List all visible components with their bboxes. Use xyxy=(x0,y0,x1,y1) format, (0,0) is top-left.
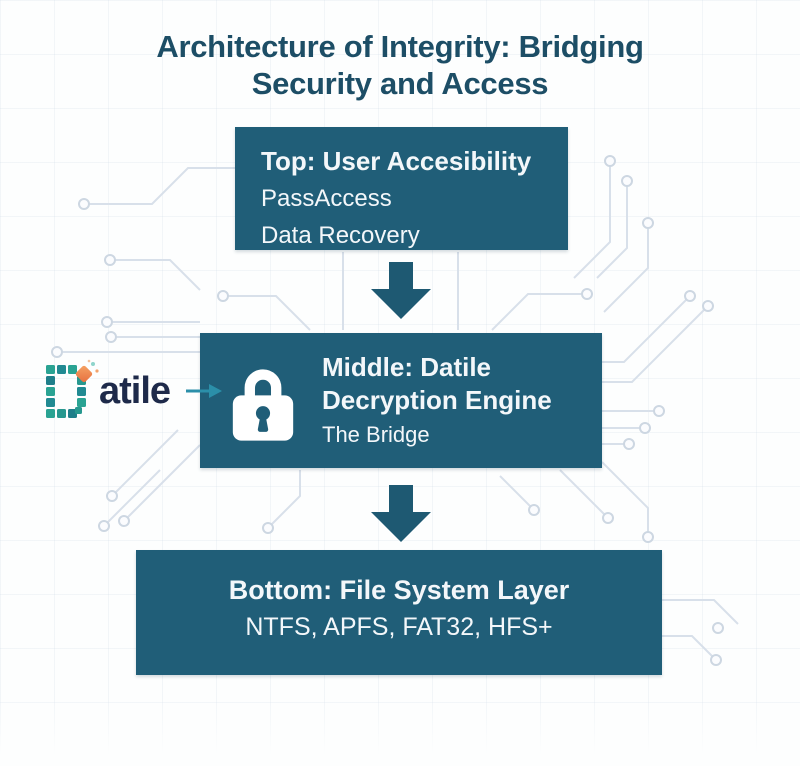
right-arrow-icon xyxy=(186,384,223,398)
bottom-box-heading: Bottom: File System Layer xyxy=(228,575,570,605)
bottom-layer-box: Bottom: File System Layer NTFS, APFS, FA… xyxy=(136,550,662,675)
page-title: Architecture of Integrity: Bridging Secu… xyxy=(0,28,800,102)
title-line-2: Security and Access xyxy=(251,66,549,101)
lock-icon xyxy=(230,359,296,443)
bottom-box-filesystems: NTFS, APFS, FAT32, HFS+ xyxy=(245,613,553,641)
datile-logo: atile xyxy=(44,359,223,420)
middle-layer-box: Middle: Datile Decryption Engine The Bri… xyxy=(200,333,602,468)
top-box-heading: Top: User Accesibility xyxy=(261,146,532,176)
top-layer-box: Top: User Accesibility PassAccess Data R… xyxy=(235,127,568,250)
down-arrow-icon xyxy=(371,262,431,319)
middle-box-text: Middle: Datile Decryption Engine The Bri… xyxy=(322,351,552,450)
tiled-d-logo-mark xyxy=(46,359,99,418)
middle-box-heading-line-2: Decryption Engine xyxy=(322,385,552,415)
middle-box-subtitle: The Bridge xyxy=(322,422,430,447)
middle-box-heading-line-1: Middle: Datile xyxy=(322,352,492,382)
title-line-1: Architecture of Integrity: Bridging xyxy=(156,29,644,64)
top-box-item-data-recovery: Data Recovery xyxy=(261,222,420,249)
logo-wordmark: atile xyxy=(99,370,171,412)
top-box-item-passaccess: PassAccess xyxy=(261,185,392,212)
down-arrow-icon xyxy=(371,485,431,542)
